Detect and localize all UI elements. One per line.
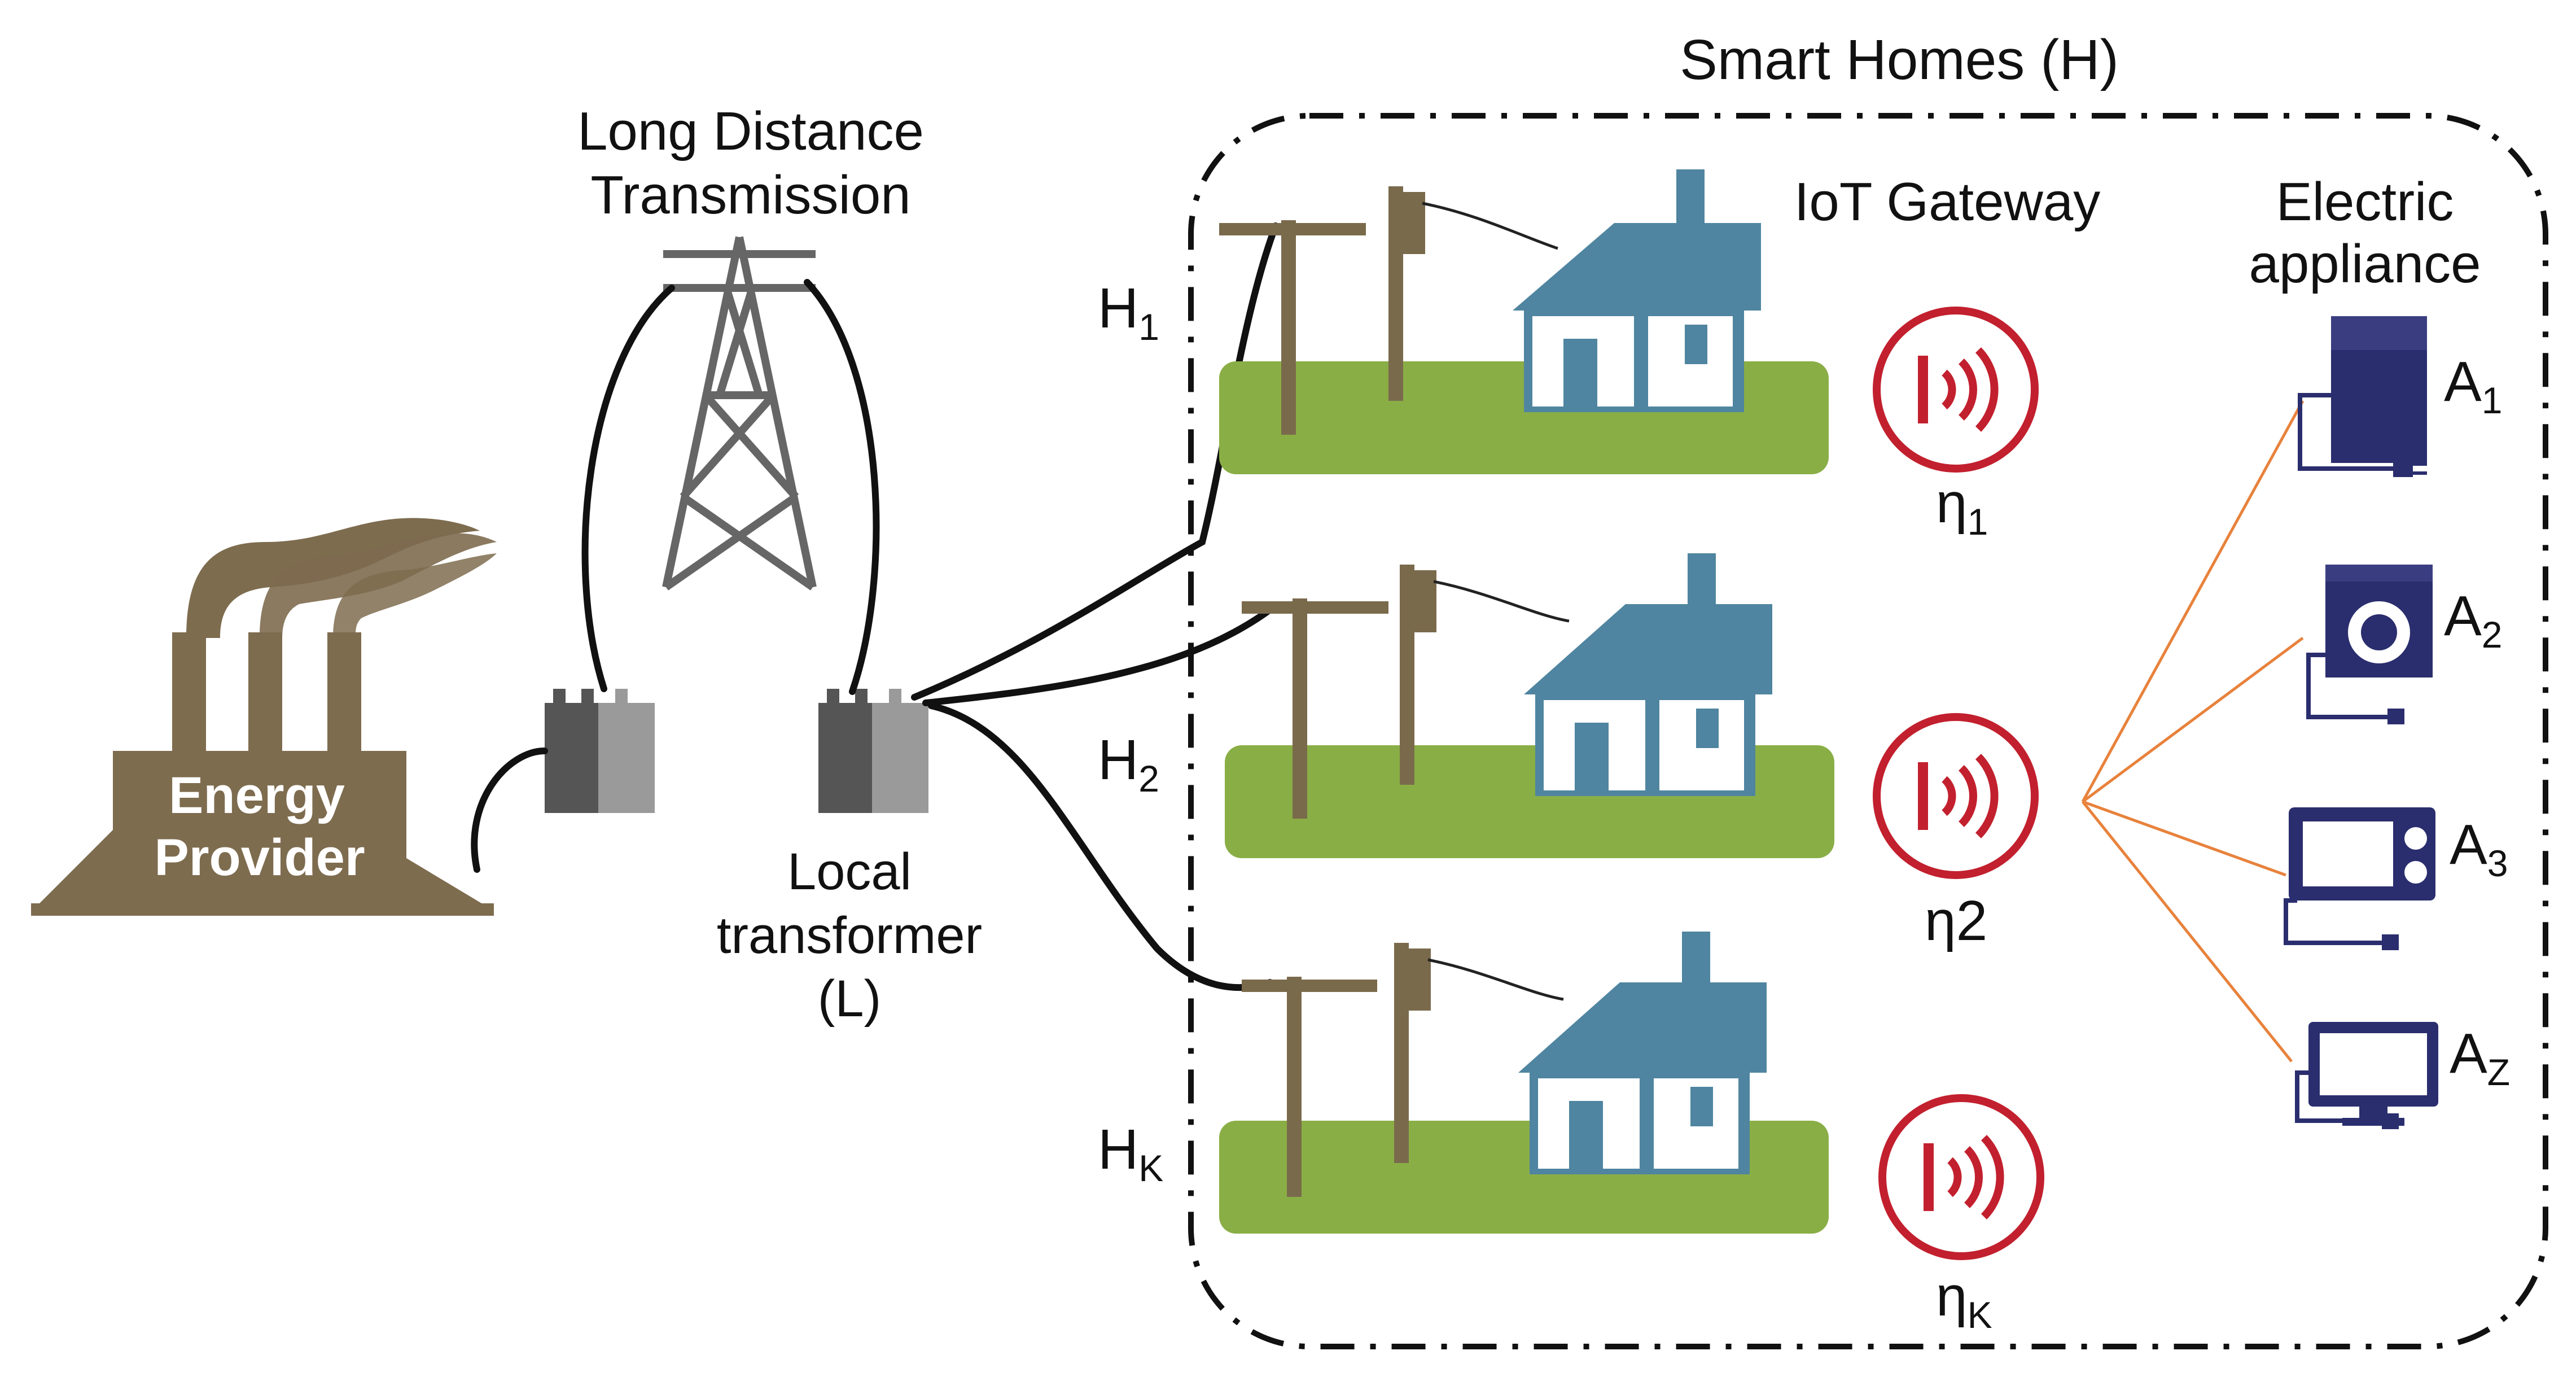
smart-homes-title: Smart Homes (H) [1680,28,2119,91]
house-icon [1518,932,1767,1174]
utility-pole-icon [1242,565,1436,819]
home-row-2: H2 [1098,553,1834,858]
home-row-1: H1 [1098,169,1829,474]
refrigerator-icon [2298,316,2427,477]
iot-gateway-title: IoT Gateway [1794,172,2100,232]
utility-pole-icon [1242,943,1431,1197]
factory-icon [31,518,497,916]
transmission-tower-icon [662,236,817,591]
long-distance-title-line1: Long Distance [577,101,924,161]
iot-gateway-k: ηK [1878,1094,2044,1336]
wifi-signal-icon [1878,1094,2044,1260]
house-icon [1524,553,1772,796]
house-icon [1513,169,1761,412]
home-label-k: HK [1098,1118,1163,1189]
power-cables [471,222,1279,991]
appliance-label-2: A2 [2444,584,2502,655]
microwave-icon [2284,807,2435,950]
appliance-label-3: A3 [2450,813,2508,884]
gateway-label-1: η1 [1936,471,1988,543]
appliance-label-1: A1 [2444,350,2502,421]
long-distance-title-line2: Transmission [590,165,910,225]
electric-appliance-title-line1: Electric [2276,172,2454,232]
gateway-label-2: η2 [1925,889,1987,952]
wifi-signal-icon [1873,307,2039,473]
utility-pole-icon [1219,186,1425,435]
tv-icon [2295,1022,2438,1129]
appliance-label-z: AZ [2450,1022,2510,1093]
local-transformer-icon [818,689,928,813]
electric-appliance-title-line2: appliance [2249,234,2481,294]
local-transformer-label-line3: (L) [818,970,881,1028]
local-transformer-label-line2: transformer [717,907,982,964]
gateway-label-k: ηK [1936,1265,1992,1336]
home-label-1: H1 [1098,277,1159,348]
iot-gateway-2: η2 [1873,713,2039,952]
substation-transformer-icon [545,689,655,813]
home-label-2: H2 [1098,728,1159,799]
energy-provider-label-line2: Provider [154,829,365,886]
wifi-signal-icon [1873,713,2039,879]
smart-homes-boundary [1188,113,2548,1349]
home-row-3: HK [1098,932,1829,1234]
local-transformer-label-line1: Local [787,843,912,901]
iot-gateway-1: η1 [1873,307,2039,543]
energy-provider-label-line1: Energy [169,767,345,824]
washing-machine-icon [2306,565,2433,724]
gateway-appliance-links [2081,400,2305,1063]
